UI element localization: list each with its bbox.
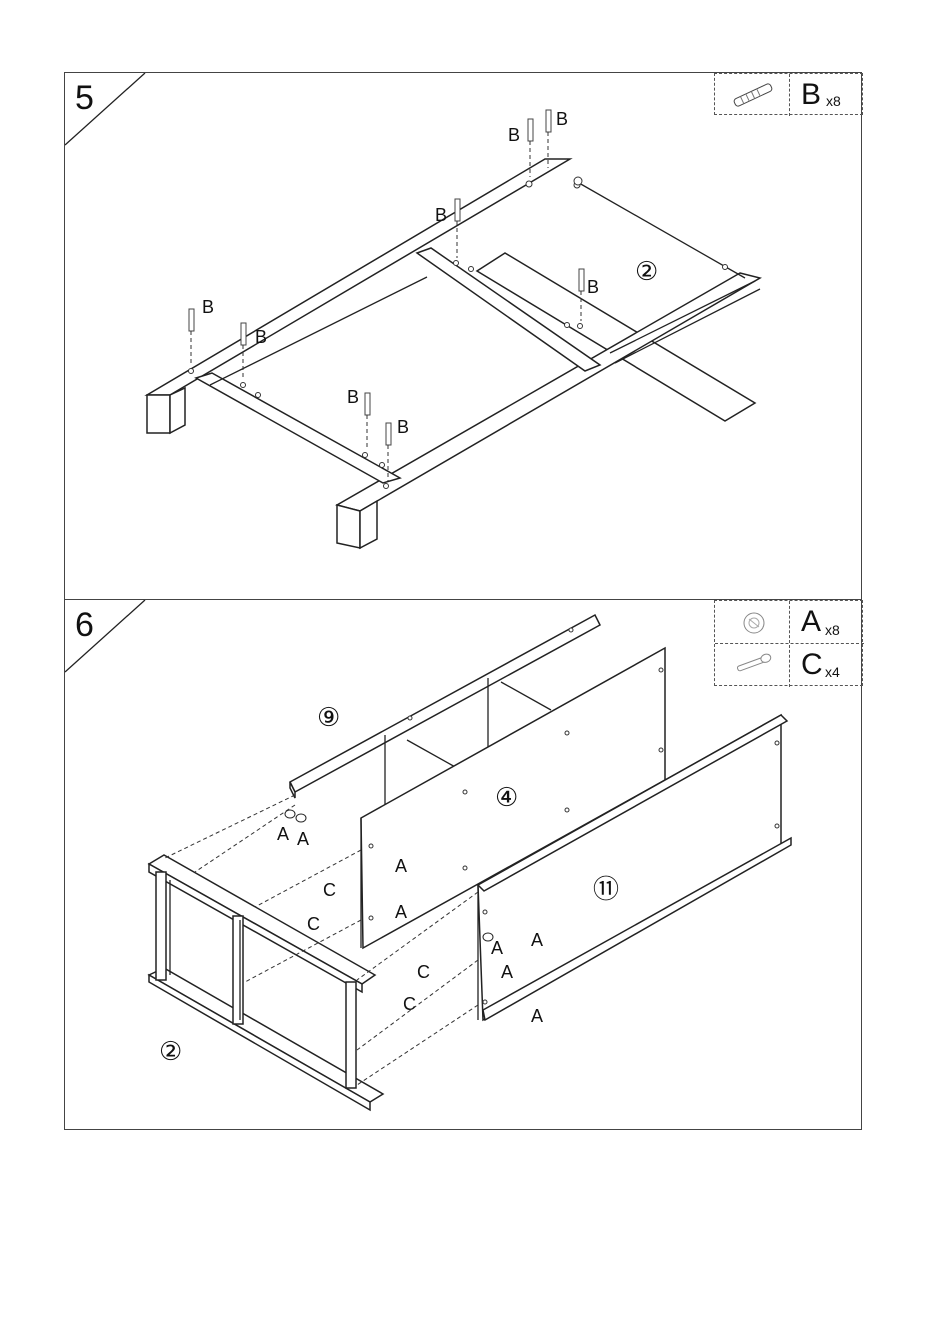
fastener-label: B [397,417,409,437]
bolt-label: C [403,994,416,1014]
fastener-label: B [435,205,447,225]
cam-label: A [297,829,309,849]
fastener-label: B [347,387,359,407]
fastener-label: B [255,327,267,347]
step-6-drawing: ⑨ ④ ⑪ ② A A A A A A A A C C C C [65,600,863,1131]
cam-label: A [531,930,543,950]
divider-number-label: ④ [495,783,518,813]
cam-label: A [501,962,513,982]
cam-label: A [395,856,407,876]
step-6-panel: 6 A x8 C x4 [64,599,862,1130]
panel-number-label: ② [635,257,658,287]
fastener-label: B [587,277,599,297]
frame-number-label: ② [159,1037,182,1067]
cam-label: A [491,938,503,958]
back-panel-number-label: ⑪ [593,875,619,905]
fastener-label: B [556,109,568,129]
bolt-label: C [417,962,430,982]
bolt-label: C [323,880,336,900]
fastener-label: B [202,297,214,317]
bolt-label: C [307,914,320,934]
cam-label: A [531,1006,543,1026]
cam-label: A [277,824,289,844]
step-5-panel: 5 B x8 [64,72,862,600]
fastener-label: B [508,125,520,145]
rail-number-label: ⑨ [317,703,340,733]
cam-label: A [395,902,407,922]
step-5-drawing: B B B B B B B B ② [65,73,863,601]
